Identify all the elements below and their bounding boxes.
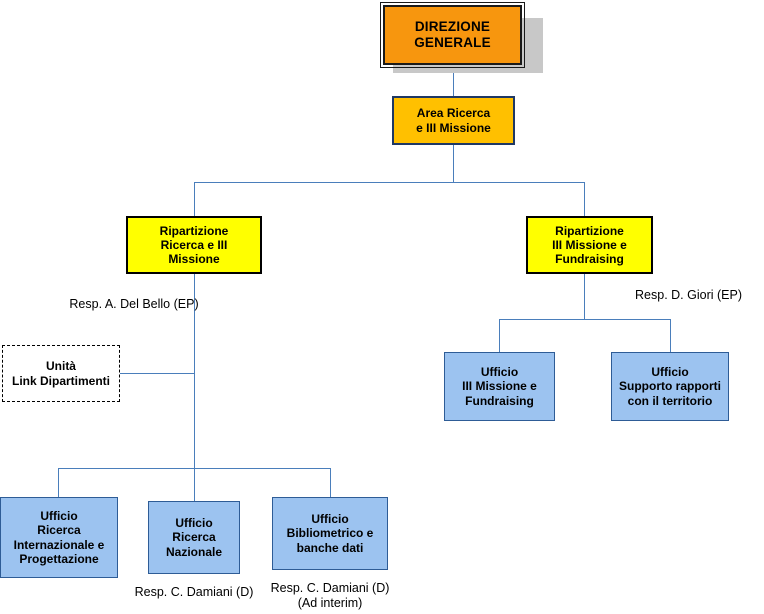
connector-to-unita-link — [119, 373, 195, 374]
node-unita-link-dipartimenti[interactable]: Unità Link Dipartimenti — [2, 345, 120, 402]
node-ufficio-supporto-territorio[interactable]: Ufficio Supporto rapporti con il territo… — [611, 352, 729, 421]
connector-bus-to-ufficio-nazionale — [194, 468, 195, 501]
connector-bus-to-ufficio-bibliometrico — [330, 468, 331, 497]
connector-level2-bus — [194, 182, 584, 183]
node-area-ricerca[interactable]: Area Ricerca e III Missione — [392, 96, 515, 145]
caption-resp-giori: Resp. D. Giori (EP) — [635, 288, 742, 302]
node-ripartizione-ricerca[interactable]: Ripartizione Ricerca e III Missione — [126, 216, 262, 274]
connector-fundraising-stem — [584, 274, 585, 320]
node-ufficio-iii-missione-fundraising[interactable]: Ufficio III Missione e Fundraising — [444, 352, 555, 421]
connector-bus-to-ufficio-supporto — [670, 319, 671, 352]
node-ufficio-ricerca-nazionale[interactable]: Ufficio Ricerca Nazionale — [148, 501, 240, 574]
connector-bus-to-ufficio-iii-missione — [499, 319, 500, 352]
connector-bus-to-ripartizione-fundraising — [584, 182, 585, 216]
caption-resp-del-bello: Resp. A. Del Bello (EP) — [69, 297, 199, 311]
connector-dg-to-area — [453, 70, 454, 96]
node-ufficio-bibliometrico[interactable]: Ufficio Bibliometrico e banche dati — [272, 497, 388, 570]
node-direzione-generale[interactable]: DIREZIONE GENERALE — [380, 2, 525, 68]
connector-area-stem — [453, 145, 454, 183]
connector-bus-to-ripartizione-ricerca — [194, 182, 195, 216]
caption-resp-damiani-bibliometrico: Resp. C. Damiani (D) (Ad interim) — [270, 581, 390, 611]
connector-level3-right-bus — [499, 319, 670, 320]
caption-resp-damiani-nazionale: Resp. C. Damiani (D) — [134, 585, 254, 599]
connector-ricerca-stem — [194, 274, 195, 469]
node-ufficio-ricerca-internazionale[interactable]: Ufficio Ricerca Internazionale e Progett… — [0, 497, 118, 578]
connector-bus-to-ufficio-internazionale — [58, 468, 59, 497]
node-ripartizione-fundraising[interactable]: Ripartizione III Missione e Fundraising — [526, 216, 653, 274]
